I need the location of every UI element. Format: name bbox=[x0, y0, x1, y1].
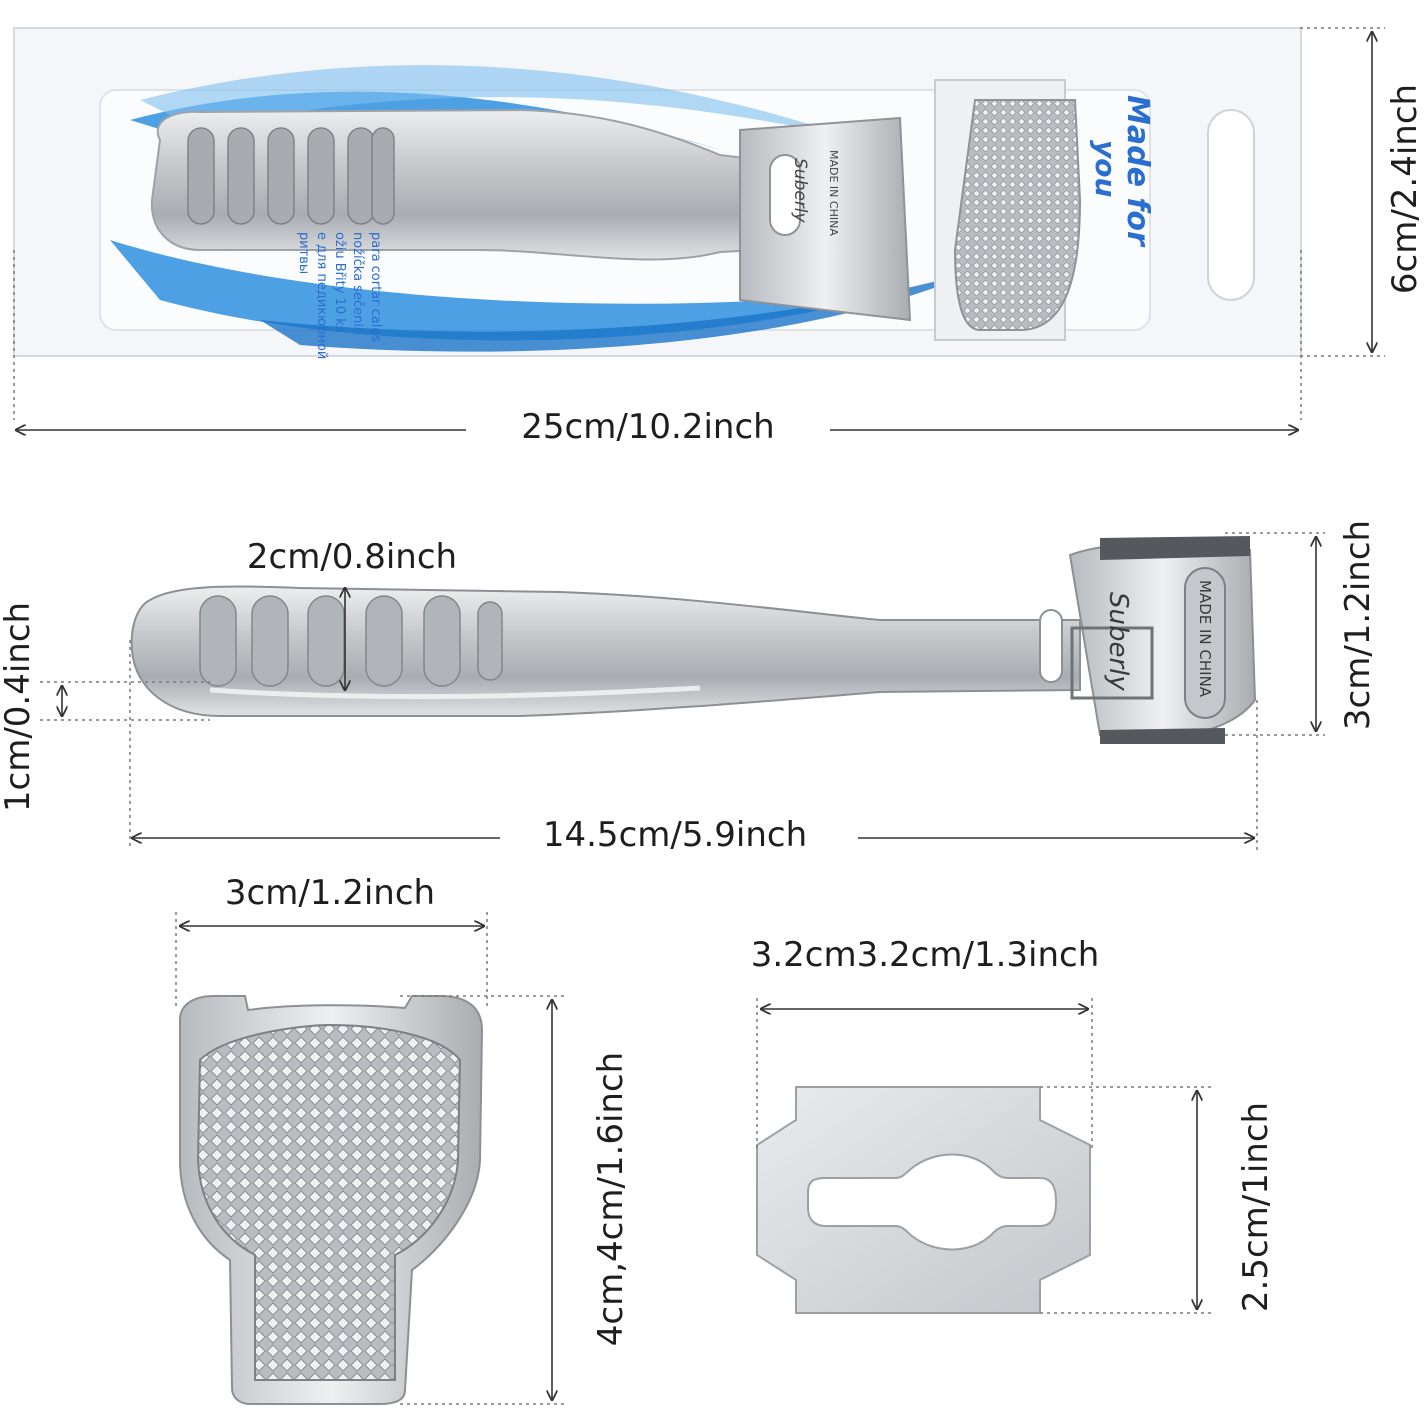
hang-hole bbox=[1207, 109, 1255, 301]
rasp-width-label: 3cm/1.2inch bbox=[224, 873, 436, 913]
replacement-blade bbox=[756, 1086, 1091, 1314]
blade-guides bbox=[756, 998, 1215, 1314]
callus-shaver-tool: Suberly MADE IN CHINA bbox=[130, 536, 1257, 744]
rasp-height-label: 4cm,4cm/1.6inch bbox=[591, 1051, 631, 1347]
svg-text:para cortar calos: para cortar calos bbox=[368, 232, 383, 342]
package-multilingual-text: para cortar calos nožíčka sečenie ožiu B… bbox=[296, 232, 383, 359]
head-height-label: 3cm/1.2inch bbox=[1338, 519, 1378, 731]
blade-width-label: 3.2cm3.2cm/1.3inch bbox=[750, 935, 1100, 975]
grip-ridges bbox=[199, 595, 503, 687]
blade-slot bbox=[807, 1153, 1058, 1251]
tool-length-label: 14.5cm/5.9inch bbox=[542, 815, 808, 855]
svg-text:nožíčka sečenie: nožíčka sečenie bbox=[350, 232, 365, 335]
svg-text:ритвы: ритвы bbox=[296, 232, 311, 274]
svg-text:ožiu Břity 10 ks: ožiu Břity 10 ks bbox=[332, 232, 347, 333]
rasp-head bbox=[179, 995, 484, 1405]
grip-depth-label: 1cm/0.4inch bbox=[0, 601, 38, 813]
rasp-guides bbox=[175, 912, 565, 1405]
blister-package: Made for you para cortar calos nožíčka s… bbox=[13, 27, 1302, 359]
package-guides bbox=[13, 27, 1385, 420]
package-width-label: 25cm/10.2inch bbox=[521, 407, 775, 447]
svg-text:e для педикюрной: e для педикюрной bbox=[314, 232, 329, 359]
handle-width-label: 2cm/0.8inch bbox=[246, 537, 458, 577]
package-brand-text-2: you bbox=[1089, 140, 1122, 197]
package-tool-origin: MADE IN CHINA bbox=[827, 150, 840, 236]
tool-brand-text: Suberly bbox=[1103, 592, 1133, 691]
tool-guides bbox=[40, 532, 1325, 850]
package-brand-text: Made for bbox=[1120, 95, 1155, 248]
package-height-label: 6cm/2.4inch bbox=[1385, 83, 1424, 295]
package-tool-brand: Suberly bbox=[790, 158, 810, 224]
tool-origin-text: MADE IN CHINA bbox=[1196, 580, 1214, 698]
blade-height-label: 2.5cm/1inch bbox=[1236, 1101, 1276, 1313]
